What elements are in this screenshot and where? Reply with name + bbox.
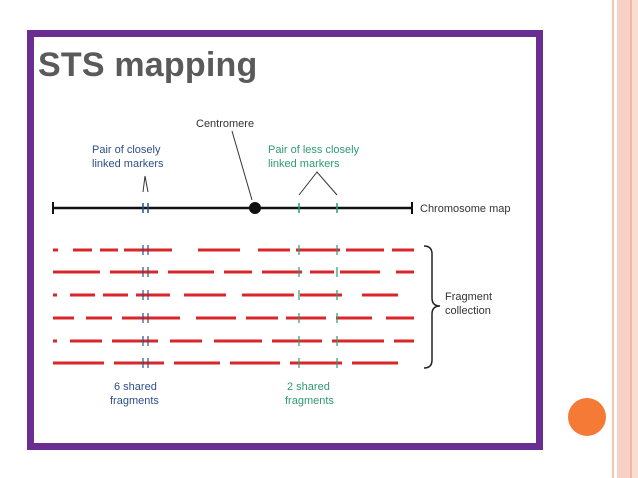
fragment-collection-label-line2: collection xyxy=(445,305,491,317)
close-pair-label-line2: linked markers xyxy=(92,158,164,170)
decorative-orange-dot xyxy=(568,398,606,436)
close-pair-label-line1: Pair of closely xyxy=(92,144,161,156)
two-shared-label-line1: 2 shared xyxy=(287,381,330,393)
slide-frame xyxy=(27,30,543,450)
close-pair-pointer xyxy=(142,175,149,193)
centromere-dot xyxy=(249,202,261,214)
six-shared-label-line2: fragments xyxy=(110,395,159,407)
loose-pair-pointer xyxy=(298,171,338,196)
chromosome-map xyxy=(52,202,413,214)
fragment-collection-label-line1: Fragment xyxy=(445,291,492,303)
loose-pair-label-line1: Pair of less closely xyxy=(268,144,360,156)
two-shared-label-line2: fragments xyxy=(285,395,334,407)
chromosome-map-label: Chromosome map xyxy=(420,203,510,215)
slide-title: STS mapping xyxy=(38,46,258,84)
decorative-side-stripes xyxy=(608,0,638,478)
six-shared-label-line1: 6 shared xyxy=(114,381,157,393)
centromere-label: Centromere xyxy=(196,118,254,130)
loose-pair-label-line2: linked markers xyxy=(268,158,340,170)
fragment-collection-brace xyxy=(423,245,441,369)
fragment-collection xyxy=(53,245,414,368)
centromere-pointer xyxy=(231,130,253,201)
